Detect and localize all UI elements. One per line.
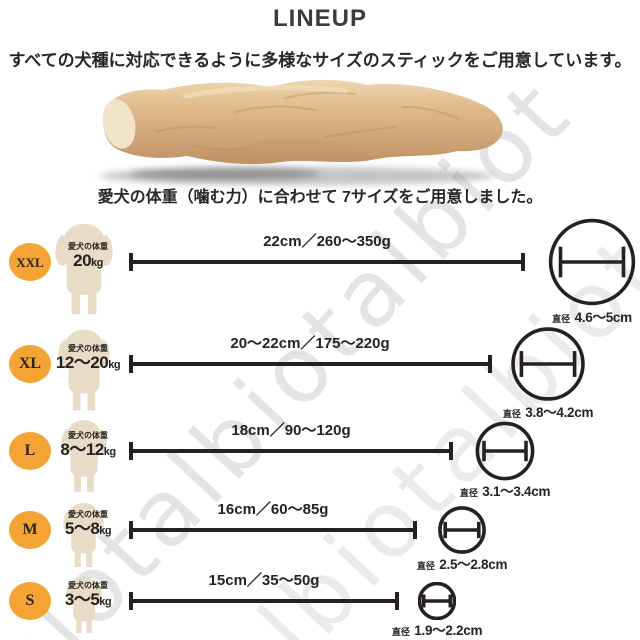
weight-info: 愛犬の体重 5〜8kg [46, 510, 130, 540]
weight-value: 8〜12kg [60, 440, 116, 459]
product-photo-stick [99, 79, 503, 185]
subtitle: すべての犬種に対応できるように多様なサイズのスティックをご用意しています。 [8, 51, 632, 70]
length-label: 16cm／60〜85g [217, 501, 329, 518]
sizes-caption: 愛犬の体重（噛む力）に合わせて 7サイズをご用意しました。 [97, 189, 543, 206]
dog-icon [55, 223, 113, 315]
weight-caption: 愛犬の体重 [68, 510, 108, 519]
diameter-label: 直径 2.5〜2.8cm [416, 557, 508, 572]
length-label: 15cm／35〜50g [208, 572, 320, 589]
size-badge: XL [9, 345, 51, 383]
diameter-circle [510, 326, 586, 402]
size-badge: S [9, 582, 51, 620]
weight-value: 20kg [73, 251, 103, 270]
weight-info: 愛犬の体重 3〜5kg [46, 581, 130, 611]
length-line [129, 442, 453, 460]
diameter-label: 直径 1.9〜2.2cm [391, 623, 483, 638]
length-line [129, 253, 525, 271]
length-label: 18cm／90〜120g [231, 422, 351, 439]
length-line [129, 521, 417, 539]
length-line [129, 592, 399, 610]
weight-info: 愛犬の体重 12〜20kg [46, 344, 130, 374]
length-line [129, 355, 492, 373]
diameter-label: 直径 4.6〜5cm [552, 310, 632, 325]
size-badge: M [9, 511, 51, 549]
weight-caption: 愛犬の体重 [68, 344, 108, 353]
diameter-circle [438, 506, 486, 554]
length-label: 20〜22cm／175〜220g [230, 335, 390, 352]
diameter-circle [418, 582, 456, 620]
length-label: 22cm／260〜350g [263, 233, 391, 250]
page-title: LINEUP [272, 5, 367, 32]
weight-caption: 愛犬の体重 [68, 242, 108, 251]
weight-value: 5〜8kg [64, 519, 112, 538]
dog-icon [63, 503, 104, 567]
weight-info: 愛犬の体重 20kg [46, 242, 130, 272]
diameter-circle [547, 217, 637, 307]
weight-info: 愛犬の体重 8〜12kg [46, 431, 130, 461]
weight-caption: 愛犬の体重 [68, 581, 108, 590]
weight-caption: 愛犬の体重 [68, 431, 108, 440]
diameter-label: 直径 3.1〜3.4cm [459, 484, 551, 499]
dog-icon [61, 420, 107, 492]
weight-value: 12〜20kg [55, 353, 121, 372]
weight-value: 3〜5kg [64, 590, 112, 609]
dog-icon [58, 329, 110, 411]
size-badge: L [9, 432, 51, 470]
diameter-label: 直径 3.8〜4.2cm [502, 405, 594, 420]
dog-icon [66, 576, 102, 634]
size-badge: XXL [9, 243, 51, 281]
diameter-circle [475, 421, 535, 481]
